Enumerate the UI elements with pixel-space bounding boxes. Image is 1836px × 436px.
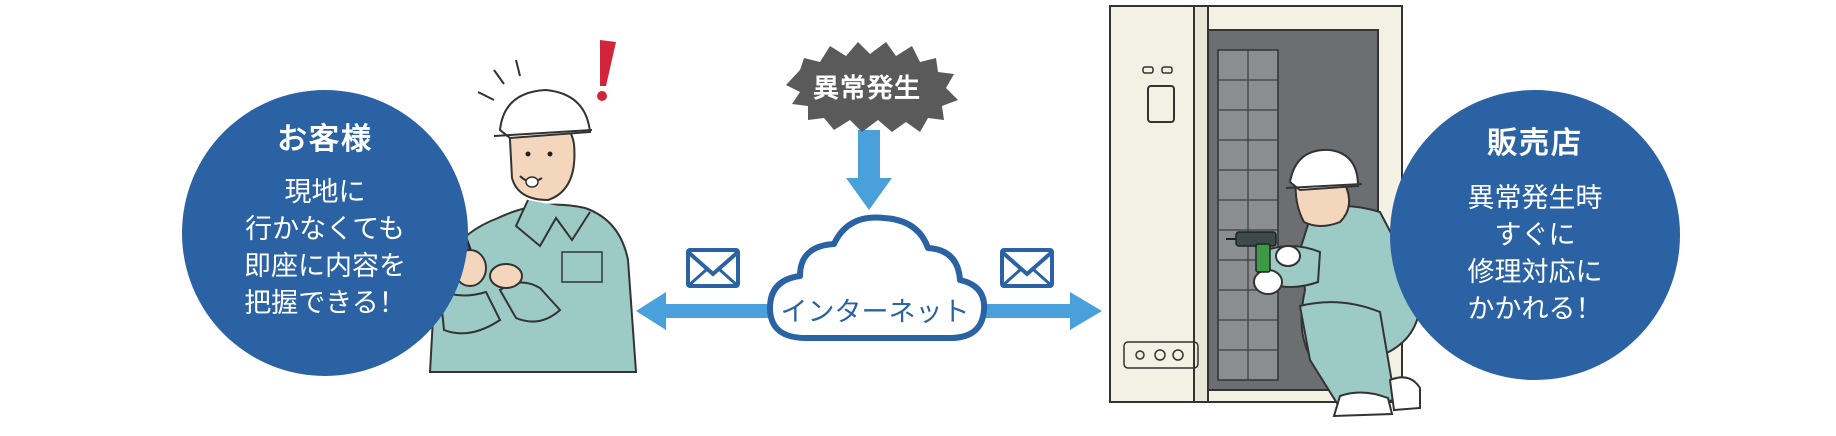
dealer-line: 異常発生時 bbox=[1467, 183, 1603, 214]
internet-label: インターネット bbox=[780, 297, 970, 328]
dealer-line: すぐに bbox=[1494, 220, 1576, 251]
dealer-title: 販売店 bbox=[1487, 126, 1583, 161]
customer-line: 現地に bbox=[284, 177, 366, 208]
right-arrow bbox=[968, 292, 1102, 330]
customer-title: お客様 bbox=[277, 122, 373, 157]
cloud-icon bbox=[767, 214, 988, 341]
mail-icon bbox=[1000, 248, 1054, 288]
customer-line: 即座に内容を bbox=[244, 251, 406, 282]
dealer-line: かかれる！ bbox=[1467, 294, 1603, 325]
customer-line: 把握できる！ bbox=[244, 288, 406, 319]
mail-icon bbox=[686, 248, 740, 288]
dealer-line: 修理対応に bbox=[1467, 257, 1603, 288]
left-arrow bbox=[636, 292, 784, 330]
customer-line: 行かなくても bbox=[245, 214, 405, 245]
alert-label: 異常発生 bbox=[812, 74, 921, 104]
burst-icon bbox=[786, 42, 958, 132]
alert-down-arrow bbox=[846, 130, 892, 210]
customer-circle: お客様 現地に 行かなくても 即座に内容を 把握できる！ bbox=[182, 90, 468, 376]
dealer-circle: 販売店 異常発生時 すぐに 修理対応に かかれる！ bbox=[1390, 90, 1680, 380]
